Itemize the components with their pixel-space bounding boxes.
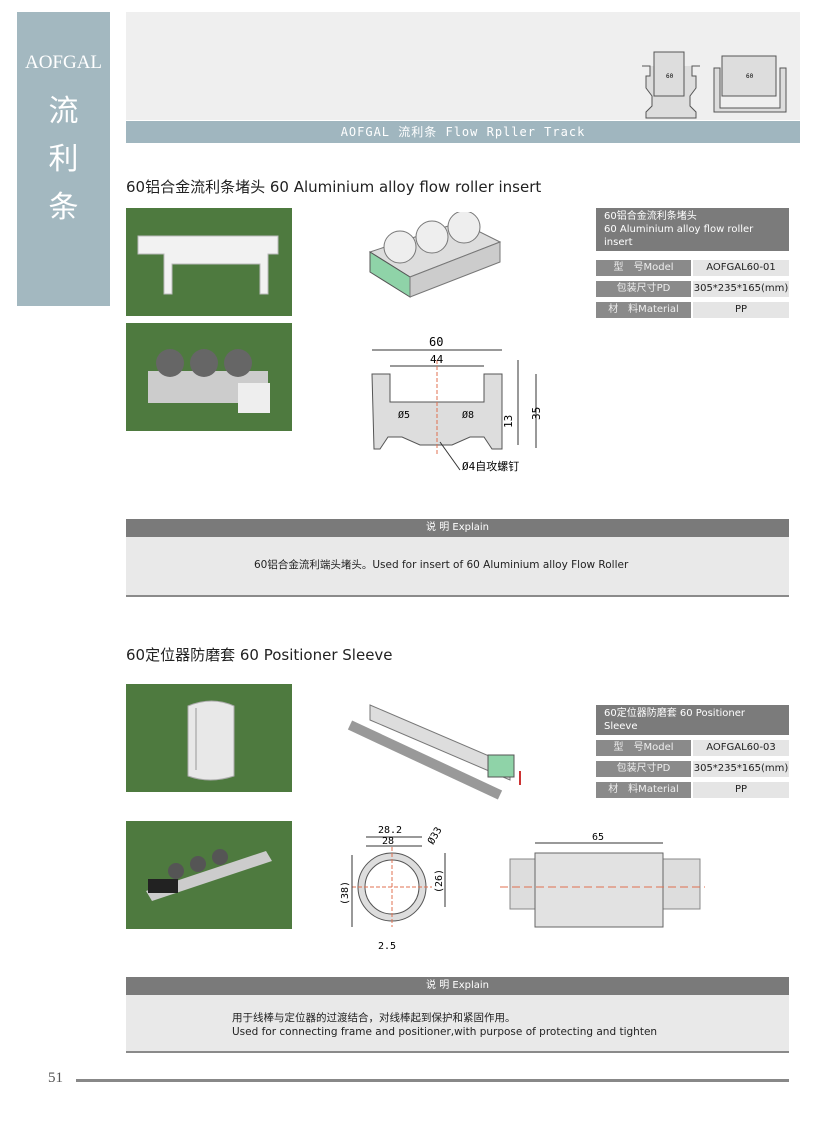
spec-header-line: 60 Aluminium alloy flow roller insert <box>604 224 754 248</box>
dim-inner: 44 <box>430 353 444 366</box>
profile-label: 60 <box>746 73 754 80</box>
sidebar-char: 流 <box>48 94 79 129</box>
sleeve-render <box>347 704 521 800</box>
footer-divider <box>76 1079 789 1082</box>
explain-header-1: 说 明 Explain <box>126 519 789 537</box>
spec-key: 包装尺寸PD <box>596 281 691 297</box>
spec-header-line: 60定位器防磨套 60 Positioner Sleeve <box>604 708 746 732</box>
brand-name: AOFGAL <box>24 52 103 73</box>
spec-key: 材 料Material <box>596 302 691 318</box>
page-number: 51 <box>48 1070 63 1086</box>
spec-header-line: 60铝合金流利条堵头 <box>604 211 697 222</box>
dim-26: (26) <box>434 869 445 893</box>
spec-value: 305*235*165(mm) <box>693 281 789 297</box>
spec-value: AOFGAL60-03 <box>693 740 789 756</box>
dim-screw: Ø4自攻螺钉 <box>462 459 519 473</box>
spec-value: AOFGAL60-01 <box>693 260 789 276</box>
dim-width: 60 <box>429 335 443 349</box>
explain-text: Used for connecting frame and positioner… <box>232 1026 658 1038</box>
dim-28: 28 <box>382 836 394 847</box>
explain-body-1: 60铝合金流利端头堵头。Used for insert of 60 Alumin… <box>126 537 789 597</box>
sidebar-brand-panel: AOFGAL 流 利 条 <box>17 12 110 306</box>
dim-13: 13 <box>502 415 515 428</box>
header-panel: 60 60 <box>126 12 800 120</box>
sidebar-char: 利 <box>48 142 79 177</box>
section1-title: 60铝合金流利条堵头 60 Aluminium alloy flow rolle… <box>126 178 542 196</box>
dim-38: (38) <box>340 881 351 905</box>
sidebar-char: 条 <box>48 190 79 225</box>
explain-header-2: 说 明 Explain <box>126 977 789 995</box>
profile-diagram: 60 60 <box>642 51 787 119</box>
insert-dimension-drawing: 60 44 13 35 Ø5 Ø8 Ø4自攻螺钉 <box>371 335 543 473</box>
spec-value: PP <box>693 302 789 318</box>
sleeve-photo <box>126 684 292 792</box>
profile-label: 60 <box>666 73 674 80</box>
spec-key: 材 料Material <box>596 782 691 798</box>
section2-title: 60定位器防磨套 60 Positioner Sleeve <box>126 646 393 664</box>
dim-2-5: 2.5 <box>378 941 396 952</box>
spec-value: PP <box>693 782 789 798</box>
insert-photo <box>126 208 292 316</box>
dim-35: 35 <box>530 407 543 420</box>
sleeve-dimension-drawing: 28.2 28 Ø33 (38) (26) 2.5 65 <box>340 825 705 952</box>
dim-d5: Ø5 <box>398 409 410 421</box>
dim-d8: Ø8 <box>462 409 474 421</box>
spec-key: 型 号Model <box>596 260 691 276</box>
dim-65: 65 <box>592 832 604 843</box>
insert-assembly-photo <box>126 323 292 431</box>
insert-render <box>368 212 502 298</box>
explain-text: 60铝合金流利端头堵头。Used for insert of 60 Alumin… <box>254 559 629 571</box>
sleeve-assembly-photo <box>126 821 292 929</box>
dim-28-2: 28.2 <box>378 825 402 836</box>
header-band: AOFGAL 流利条 Flow Rpller Track <box>126 121 800 143</box>
explain-body-2: 用于线棒与定位器的过渡结合，对线棒起到保护和紧固作用。 Used for con… <box>126 995 789 1053</box>
explain-text: 用于线棒与定位器的过渡结合，对线棒起到保护和紧固作用。 <box>232 1012 516 1024</box>
dim-d33: Ø33 <box>425 825 444 847</box>
spec-key: 包装尺寸PD <box>596 761 691 777</box>
spec-value: 305*235*165(mm) <box>693 761 789 777</box>
spec-table-1: 60铝合金流利条堵头 60 Aluminium alloy flow roller… <box>596 208 789 318</box>
spec-key: 型 号Model <box>596 740 691 756</box>
